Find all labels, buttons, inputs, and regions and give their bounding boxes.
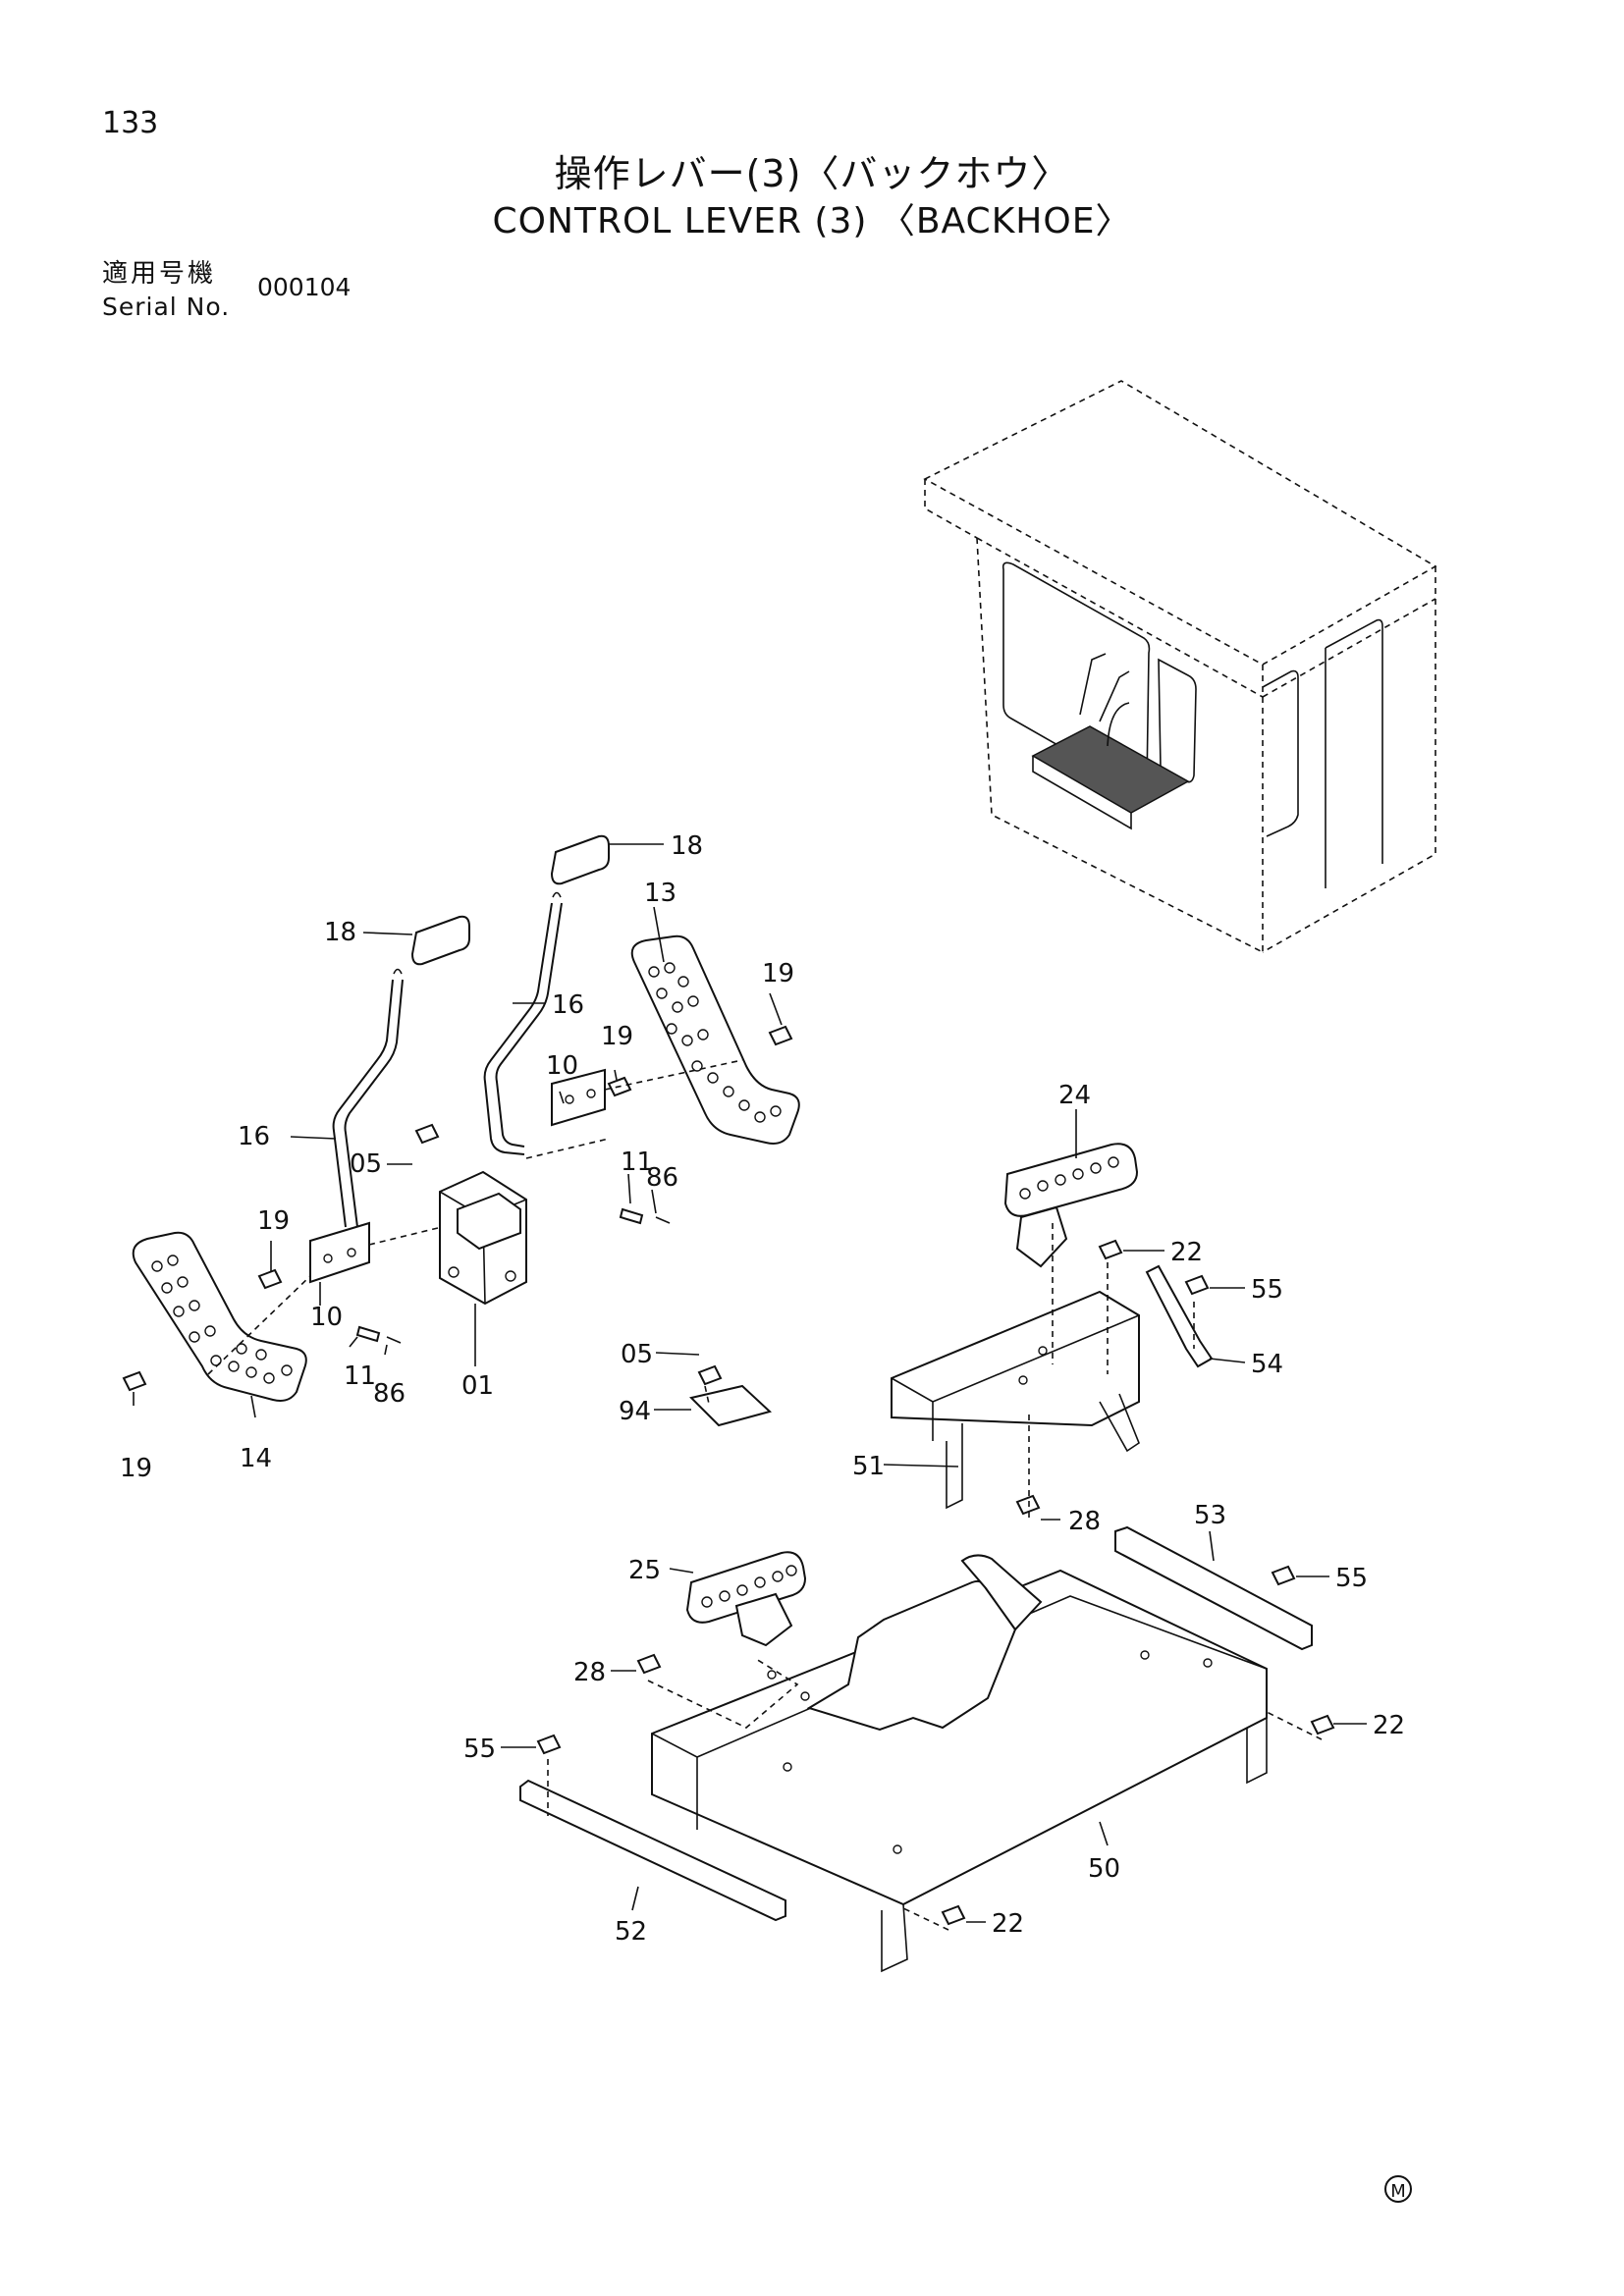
callout-55: 55 [1251, 1275, 1283, 1305]
callout-51: 51 [852, 1452, 885, 1481]
leader-lines [133, 843, 1367, 1923]
page-title-japanese: 操作レバー(3)〈バックホウ〉 [554, 152, 1070, 195]
callout-25: 25 [628, 1556, 661, 1585]
callout-19: 19 [762, 959, 794, 988]
callout-10: 10 [546, 1051, 578, 1081]
page-number: 133 [102, 106, 159, 140]
callout-16: 16 [552, 990, 584, 1020]
callout-54: 54 [1251, 1350, 1283, 1379]
serial-label-english: Serial No. [102, 293, 231, 321]
callout-50: 50 [1088, 1854, 1120, 1884]
floor-assembly [519, 1143, 1335, 1973]
callout-16: 16 [238, 1122, 270, 1151]
plate-94 [689, 1384, 773, 1427]
callout-19: 19 [601, 1022, 633, 1051]
callout-86: 86 [646, 1163, 678, 1193]
callout-19: 19 [120, 1454, 152, 1483]
callout-28: 28 [1068, 1507, 1101, 1536]
callout-22: 22 [992, 1909, 1024, 1939]
callout-52: 52 [615, 1917, 647, 1947]
callout-01: 01 [461, 1371, 494, 1401]
callout-19: 19 [257, 1206, 290, 1236]
callout-28: 28 [573, 1658, 606, 1687]
serial-number-value: 000104 [257, 273, 352, 301]
callout-11: 11 [344, 1362, 376, 1391]
callout-10: 10 [310, 1303, 343, 1332]
callout-53: 53 [1194, 1501, 1226, 1530]
svg-text:M: M [1390, 2181, 1406, 2202]
callout-55: 55 [463, 1735, 496, 1764]
callout-55: 55 [1335, 1564, 1368, 1593]
left-pedal-assembly [122, 834, 800, 1402]
callout-11: 11 [621, 1148, 653, 1177]
callout-18: 18 [324, 918, 356, 947]
serial-label-japanese: 適用号機 [102, 259, 217, 289]
callout-22: 22 [1170, 1238, 1203, 1267]
cab-illustration [923, 380, 1437, 953]
callout-24: 24 [1058, 1081, 1091, 1110]
callout-18: 18 [671, 831, 703, 861]
callout-labels: 18 18 13 19 16 19 10 16 05 11 86 19 10 1… [120, 831, 1405, 1947]
callout-94: 94 [619, 1397, 651, 1426]
callout-05: 05 [350, 1149, 382, 1179]
callout-86: 86 [373, 1379, 406, 1409]
circled-m-mark: M [1384, 2175, 1412, 2203]
page-title-english: CONTROL LEVER (3) 〈BACKHOE〉 [492, 201, 1132, 241]
callout-14: 14 [240, 1444, 272, 1473]
callout-05: 05 [621, 1340, 653, 1369]
callout-13: 13 [644, 879, 677, 908]
callout-22: 22 [1373, 1711, 1405, 1740]
